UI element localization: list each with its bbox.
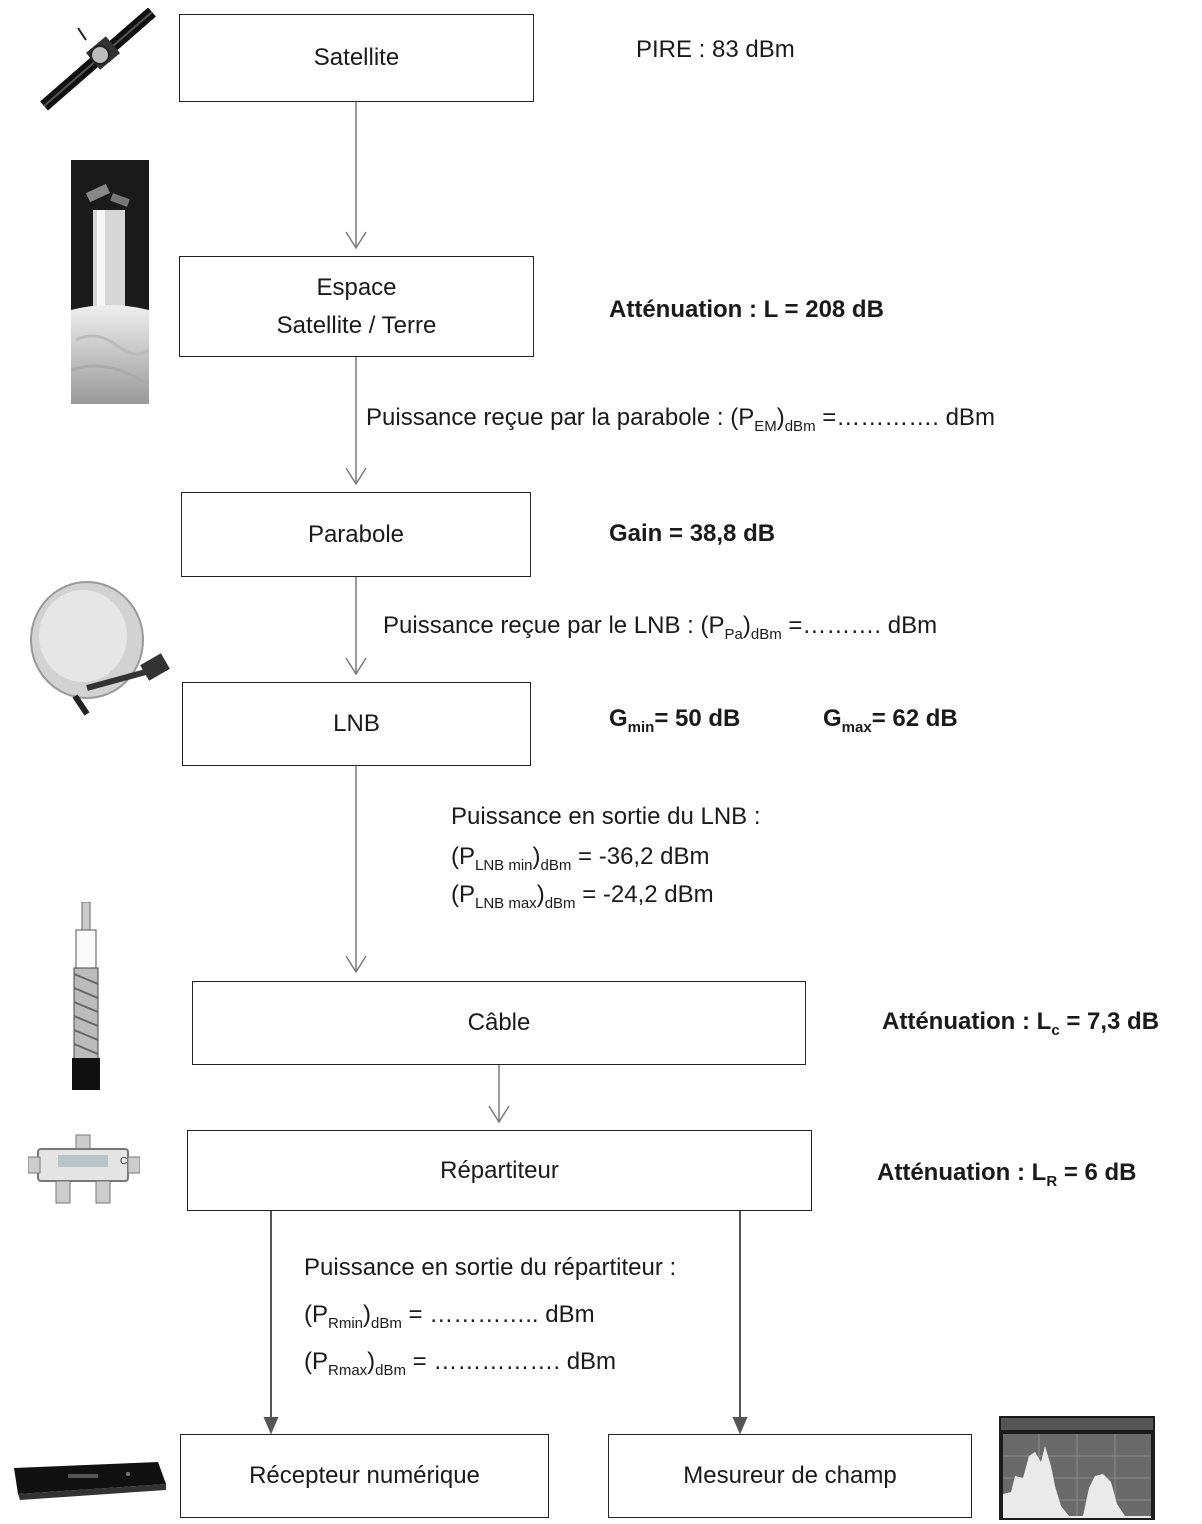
mesureur-box: Mesureur de champ <box>608 1434 972 1518</box>
lnb-power-received: Puissance reçue par le LNB : (PPa)dBm =…… <box>383 612 938 643</box>
splitter-icon: CE <box>28 1134 140 1204</box>
satellite-label: Satellite <box>313 44 400 71</box>
repartiteur-output-min: (PRmin)dBm = ………….. dBm <box>304 1301 595 1332</box>
digital-receiver-icon <box>14 1462 166 1500</box>
espace-label-line1: Espace <box>316 273 397 301</box>
earth-space-icon <box>71 160 149 404</box>
repartiteur-attenuation: Atténuation : LR = 6 dB <box>877 1159 1137 1190</box>
repartiteur-box: Répartiteur <box>187 1130 812 1211</box>
lnb-output-max: (PLNB max)dBm = -24,2 dBm <box>451 881 714 912</box>
mesureur-label: Mesureur de champ <box>683 1462 897 1489</box>
cable-box: Câble <box>192 981 806 1065</box>
recepteur-label: Récepteur numérique <box>249 1462 480 1489</box>
parabole-label: Parabole <box>307 520 405 548</box>
lnb-gmax: Gmax= 62 dB <box>823 705 958 736</box>
parabole-gain: Gain = 38,8 dB <box>609 520 776 547</box>
cable-label: Câble <box>467 1009 531 1036</box>
satellite-box: Satellite <box>179 14 534 102</box>
espace-attenuation: Atténuation : L = 208 dB <box>609 296 884 323</box>
parabole-power-received: Puissance reçue par la parabole : (PEM)d… <box>366 404 995 435</box>
svg-text:CE: CE <box>120 1156 134 1167</box>
cable-attenuation: Atténuation : Lc = 7,3 dB <box>882 1008 1160 1039</box>
lnb-gmin: Gmin= 50 dB <box>609 705 741 736</box>
lnb-box: LNB <box>182 682 531 766</box>
repartiteur-output-max: (PRmax)dBm = ……………. dBm <box>304 1348 617 1379</box>
espace-box: Espace Satellite / Terre <box>179 256 534 357</box>
satellite-dish-icon <box>30 581 170 716</box>
recepteur-box: Récepteur numérique <box>180 1434 549 1518</box>
espace-label-line2: Satellite / Terre <box>276 311 437 339</box>
lnb-output-min: (PLNB min)dBm = -36,2 dBm <box>451 843 710 874</box>
coaxial-cable-icon <box>72 902 100 1090</box>
spectrum-analyzer-icon <box>999 1416 1155 1520</box>
satellite-icon <box>40 8 156 111</box>
lnb-label: LNB <box>333 710 380 737</box>
pire-annotation: PIRE : 83 dBm <box>636 36 795 63</box>
lnb-output-title: Puissance en sortie du LNB : <box>451 803 761 830</box>
repartiteur-output-title: Puissance en sortie du répartiteur : <box>304 1254 677 1281</box>
parabole-box: Parabole <box>181 492 531 577</box>
repartiteur-label: Répartiteur <box>440 1156 559 1184</box>
